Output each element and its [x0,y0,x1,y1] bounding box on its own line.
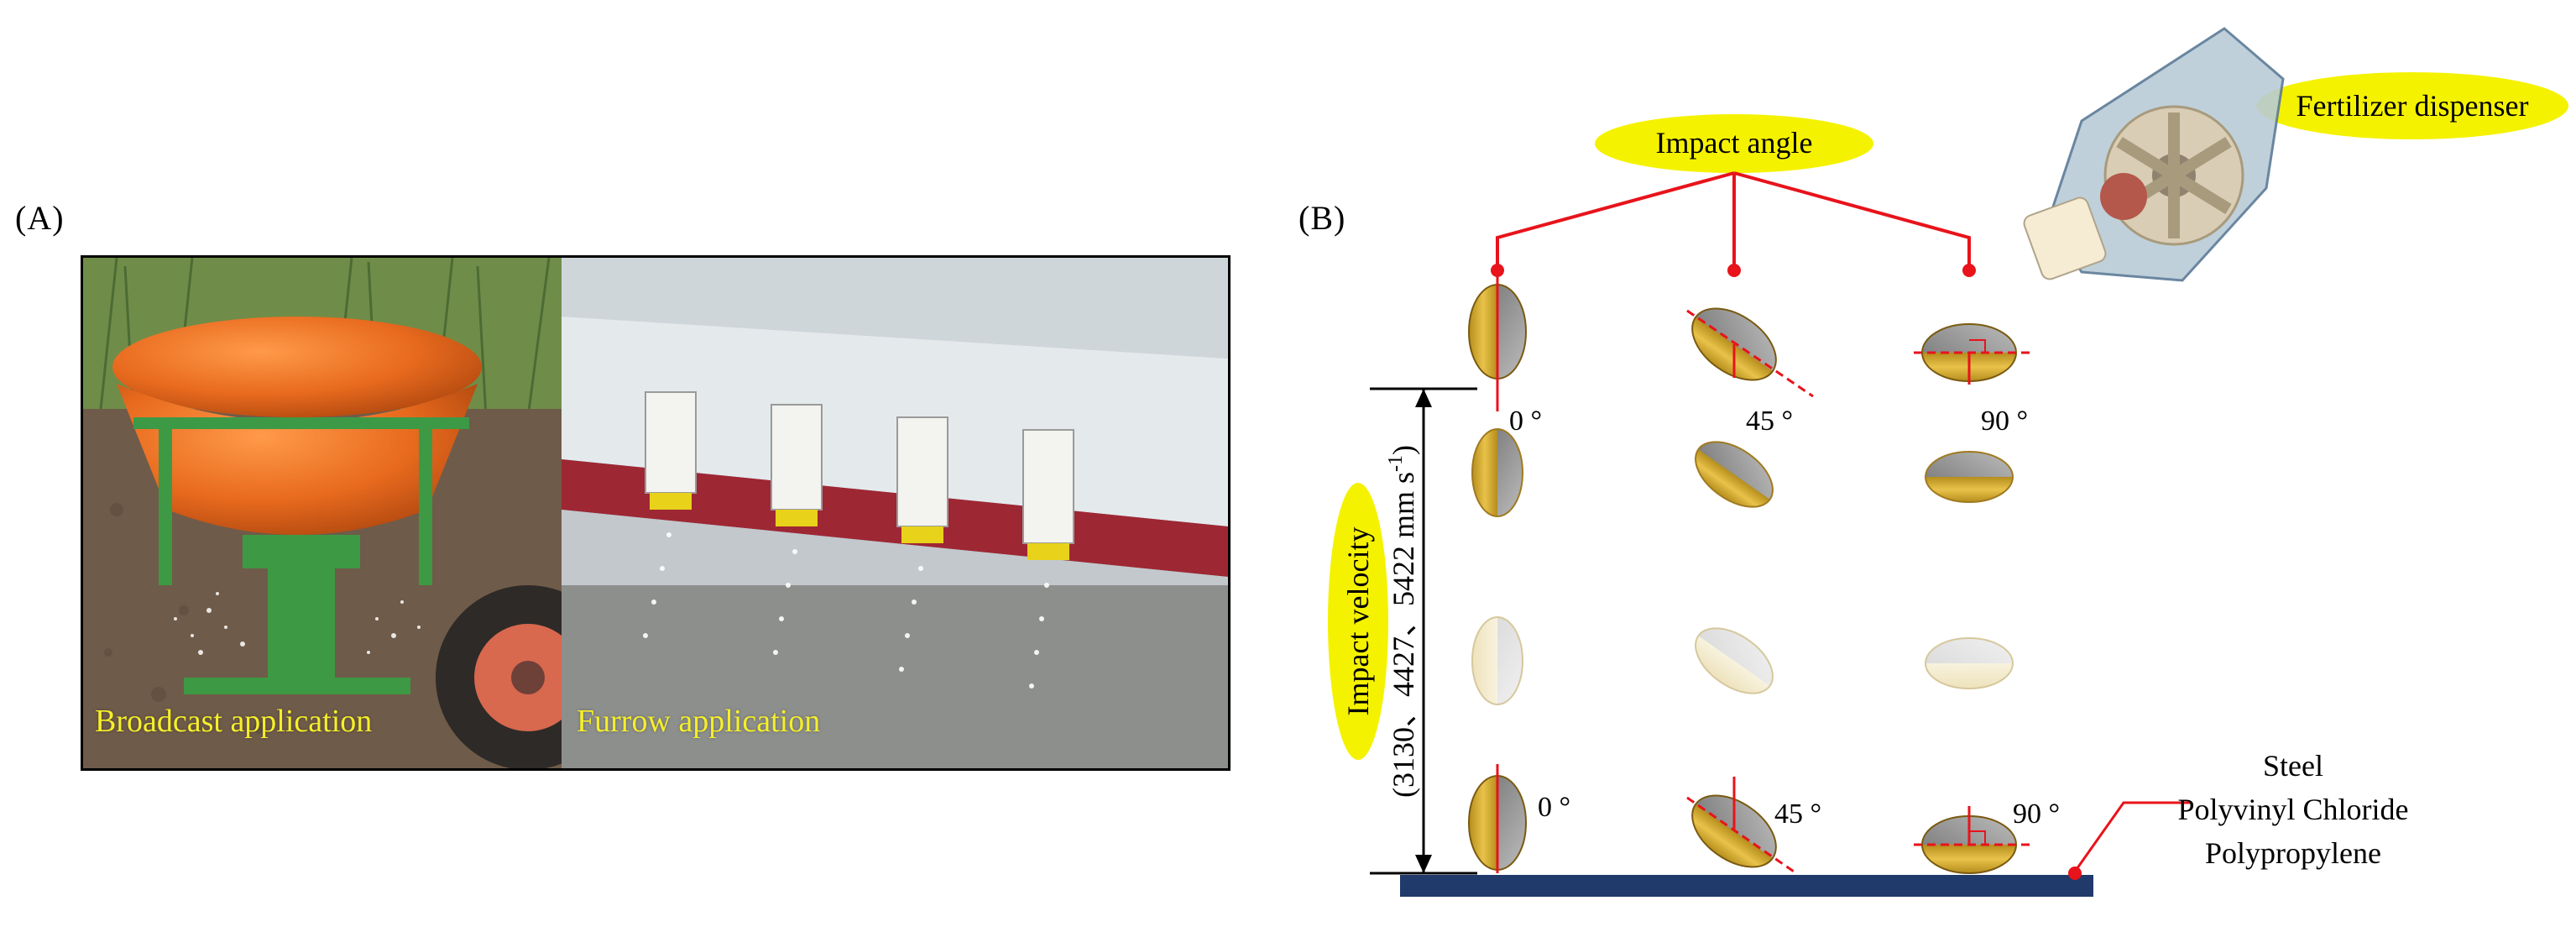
impact-angle-callout: Impact angle [1491,114,1976,277]
panel-b-label: (B) [1298,199,1346,237]
angle-marker-45-top [1686,309,1814,398]
material-pvc: Polyvinyl Chloride [2177,793,2409,826]
impact-velocity-label-ellipse [1328,483,1388,760]
material-polypropylene: Polypropylene [2205,836,2381,870]
fertilizer-dispenser-illustration [2023,27,2285,282]
broadcast-application-caption: Broadcast application [95,704,373,739]
particle-row-4: 0 ° 45 ° 90 ° [1468,764,2060,875]
particle-0deg-top [1468,273,1527,411]
fertilizer-dispenser-label: Fertilizer dispenser [2296,89,2529,123]
machine-top [562,258,1228,359]
plate-materials-list: Steel Polyvinyl Chloride Polypropylene [2167,744,2419,875]
angle-label-0-bottom: 0 ° [1538,792,1570,823]
hopper-ring [133,417,469,429]
impact-velocity-values-text: (3130、4427、5422 mm s [1387,472,1420,798]
angle-label-45-bottom: 45 ° [1774,798,1821,830]
application-photos: Broadcast application [81,255,1231,771]
fertilizer-dispenser-callout: Fertilizer dispenser [2256,72,2568,139]
material-leader [2073,801,2191,872]
furrow-photo-illustration [562,258,1228,768]
particle-row-1: 0 ° 45 ° 90 ° [1468,273,2031,437]
impact-velocity-close: ) [1387,445,1420,455]
impact-plate [1400,875,2093,897]
angle-label-90-bottom: 90 ° [2013,798,2060,830]
angle-label-90-top: 90 ° [1981,406,2028,437]
furrow-application-caption: Furrow application [577,704,821,739]
particle-0deg-row2 [1471,428,1523,517]
impact-angle-label: Impact angle [1656,126,1813,160]
particle-90deg-row2 [1925,451,2014,503]
particle-90deg-row3 [1925,637,2014,689]
particle-row-3 [1471,616,2014,705]
impact-velocity-bracket [1370,387,1477,875]
particle-45deg-row3 [1695,627,1774,694]
angle-label-0-top: 0 ° [1509,406,1542,437]
ground [562,585,1228,768]
angle-label-45-top: 45 ° [1746,406,1793,437]
panel-a-label: (A) [15,199,65,237]
impact-angle-leader-lines [1496,171,1971,270]
particle-0deg-row3 [1471,616,1523,705]
broadcast-application-photo: Broadcast application [83,258,562,768]
particle-45deg-row2 [1695,441,1774,508]
particle-0deg-impact [1468,764,1527,873]
furrow-application-photo: Furrow application [562,258,1228,768]
fertilizer-dispenser-label-ellipse [2256,72,2568,139]
impact-velocity-callout: Impact velocity [1328,483,1388,760]
hopper-lid [112,317,482,417]
material-steel: Steel [2263,749,2323,783]
broadcast-photo-illustration [83,258,562,768]
impact-velocity-label: Impact velocity [1341,527,1375,716]
impact-velocity-values: (3130、4427、5422 mm s-1) [1385,445,1420,798]
particle-row-2 [1471,428,2014,517]
impact-velocity-exponent: -1 [1385,455,1407,472]
impact-angle-label-ellipse [1595,114,1873,173]
